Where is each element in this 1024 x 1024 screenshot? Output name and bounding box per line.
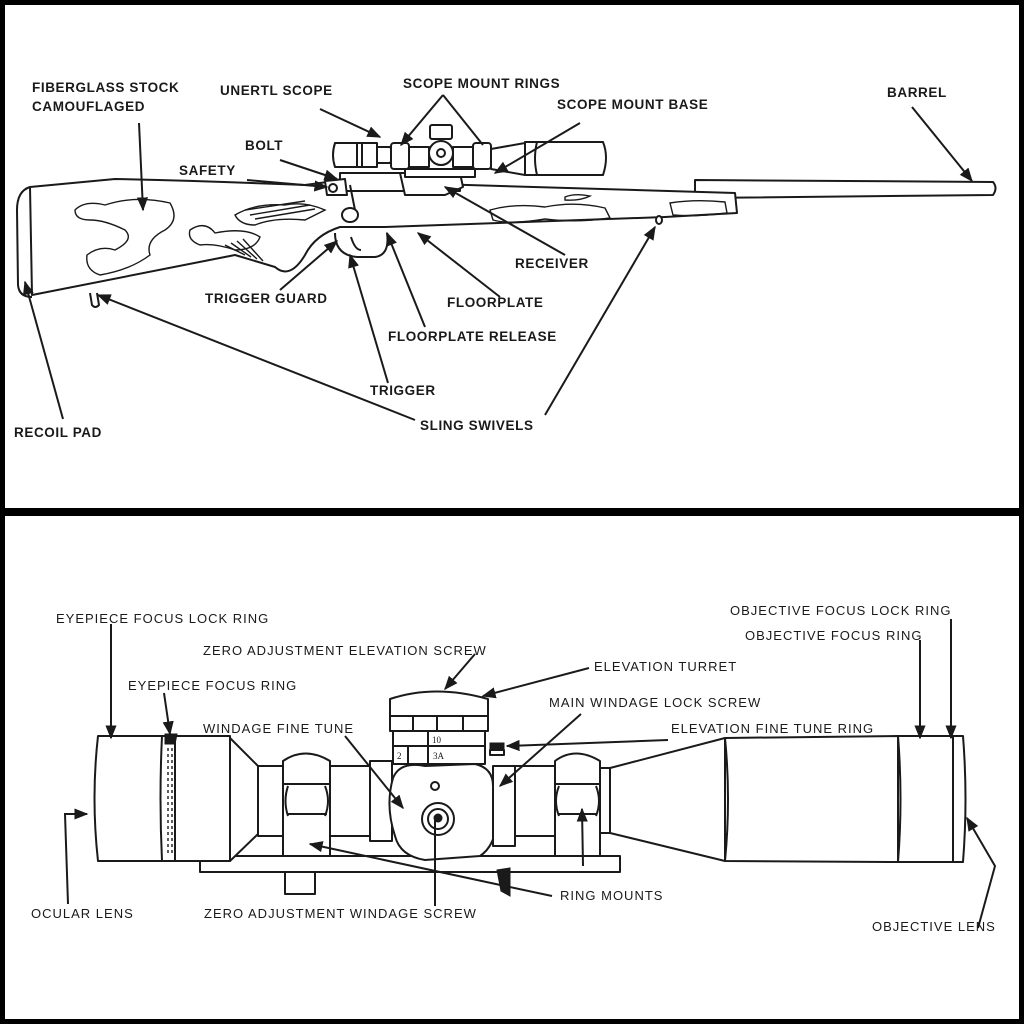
- turret-marking-3a: 3A: [433, 751, 445, 761]
- label-camouflaged: CAMOUFLAGED: [32, 99, 145, 114]
- turret-collar-right: [492, 765, 516, 847]
- ring-mount-front: [554, 752, 601, 857]
- label-scope-mount-base: SCOPE MOUNT BASE: [557, 97, 708, 112]
- label-floorplate: FLOORPLATE: [447, 295, 544, 310]
- tube-collar-front: [599, 767, 611, 834]
- label-ocular-lens: OCULAR LENS: [31, 906, 134, 921]
- eyepiece: [93, 733, 231, 862]
- objective-bell: [609, 735, 967, 863]
- trigger-guard: [334, 232, 389, 258]
- eyepiece-taper: [229, 737, 259, 862]
- label-objective-lens: OBJECTIVE LENS: [872, 919, 996, 934]
- label-windage-fine-tune: WINDAGE FINE TUNE: [203, 721, 354, 736]
- label-fiberglass-stock: FIBERGLASS STOCK: [32, 80, 179, 95]
- label-recoil-pad: RECOIL PAD: [14, 425, 102, 440]
- label-eyepiece-focus-lock-ring: EYEPIECE FOCUS LOCK RING: [56, 611, 269, 626]
- label-elevation-turret: ELEVATION TURRET: [594, 659, 737, 674]
- scope-diagram-panel: 10 2 3A EYEPIECE FOCUS LOCK RING ZERO AD: [5, 516, 1019, 1019]
- label-zero-adjustment-elevation-screw: ZERO ADJUSTMENT ELEVATION SCREW: [203, 643, 487, 658]
- mount-base: [199, 855, 621, 897]
- label-main-windage-lock-screw: MAIN WINDAGE LOCK SCREW: [549, 695, 761, 710]
- label-ring-mounts: RING MOUNTS: [560, 888, 663, 903]
- label-barrel: BARREL: [887, 85, 947, 100]
- label-bolt: BOLT: [245, 138, 283, 153]
- elevation-turret: 10 2 3A: [389, 690, 505, 765]
- tube-section-front: [514, 765, 556, 837]
- stock: [16, 178, 738, 308]
- label-trigger: TRIGGER: [370, 383, 436, 398]
- label-receiver: RECEIVER: [515, 256, 589, 271]
- scope-diagram: 10 2 3A EYEPIECE FOCUS LOCK RING ZERO AD: [31, 603, 997, 934]
- ring-mount-rear: [282, 752, 331, 857]
- label-safety: SAFETY: [179, 163, 236, 178]
- unertl-scope: [332, 124, 607, 178]
- label-scope-mount-rings: SCOPE MOUNT RINGS: [403, 76, 560, 91]
- turret-marking-10: 10: [432, 735, 442, 745]
- rifle-diagram-panel: FIBERGLASS STOCK CAMOUFLAGED UNERTL SCOP…: [5, 5, 1019, 508]
- turret-marking-2: 2: [397, 751, 402, 761]
- barrel: [694, 179, 997, 199]
- label-unertl-scope: UNERTL SCOPE: [220, 83, 333, 98]
- label-sling-swivels: SLING SWIVELS: [420, 418, 534, 433]
- tube-section-mid: [329, 765, 371, 837]
- windage-turret: [388, 763, 498, 861]
- label-objective-focus-lock-ring: OBJECTIVE FOCUS LOCK RING: [730, 603, 951, 618]
- label-zero-adjustment-windage-screw: ZERO ADJUSTMENT WINDAGE SCREW: [204, 906, 477, 921]
- safety: [328, 183, 338, 193]
- rifle-diagram: FIBERGLASS STOCK CAMOUFLAGED UNERTL SCOP…: [14, 76, 997, 440]
- label-eyepiece-focus-ring: EYEPIECE FOCUS RING: [128, 678, 297, 693]
- label-floorplate-release: FLOORPLATE RELEASE: [388, 329, 557, 344]
- label-elevation-fine-tune-ring: ELEVATION FINE TUNE RING: [671, 721, 874, 736]
- label-objective-focus-ring: OBJECTIVE FOCUS RING: [745, 628, 922, 643]
- scope-leader-lines: [63, 619, 997, 929]
- label-trigger-guard: TRIGGER GUARD: [205, 291, 328, 306]
- rifle-leader-lines: [22, 94, 973, 421]
- tube-section-rear: [257, 765, 284, 837]
